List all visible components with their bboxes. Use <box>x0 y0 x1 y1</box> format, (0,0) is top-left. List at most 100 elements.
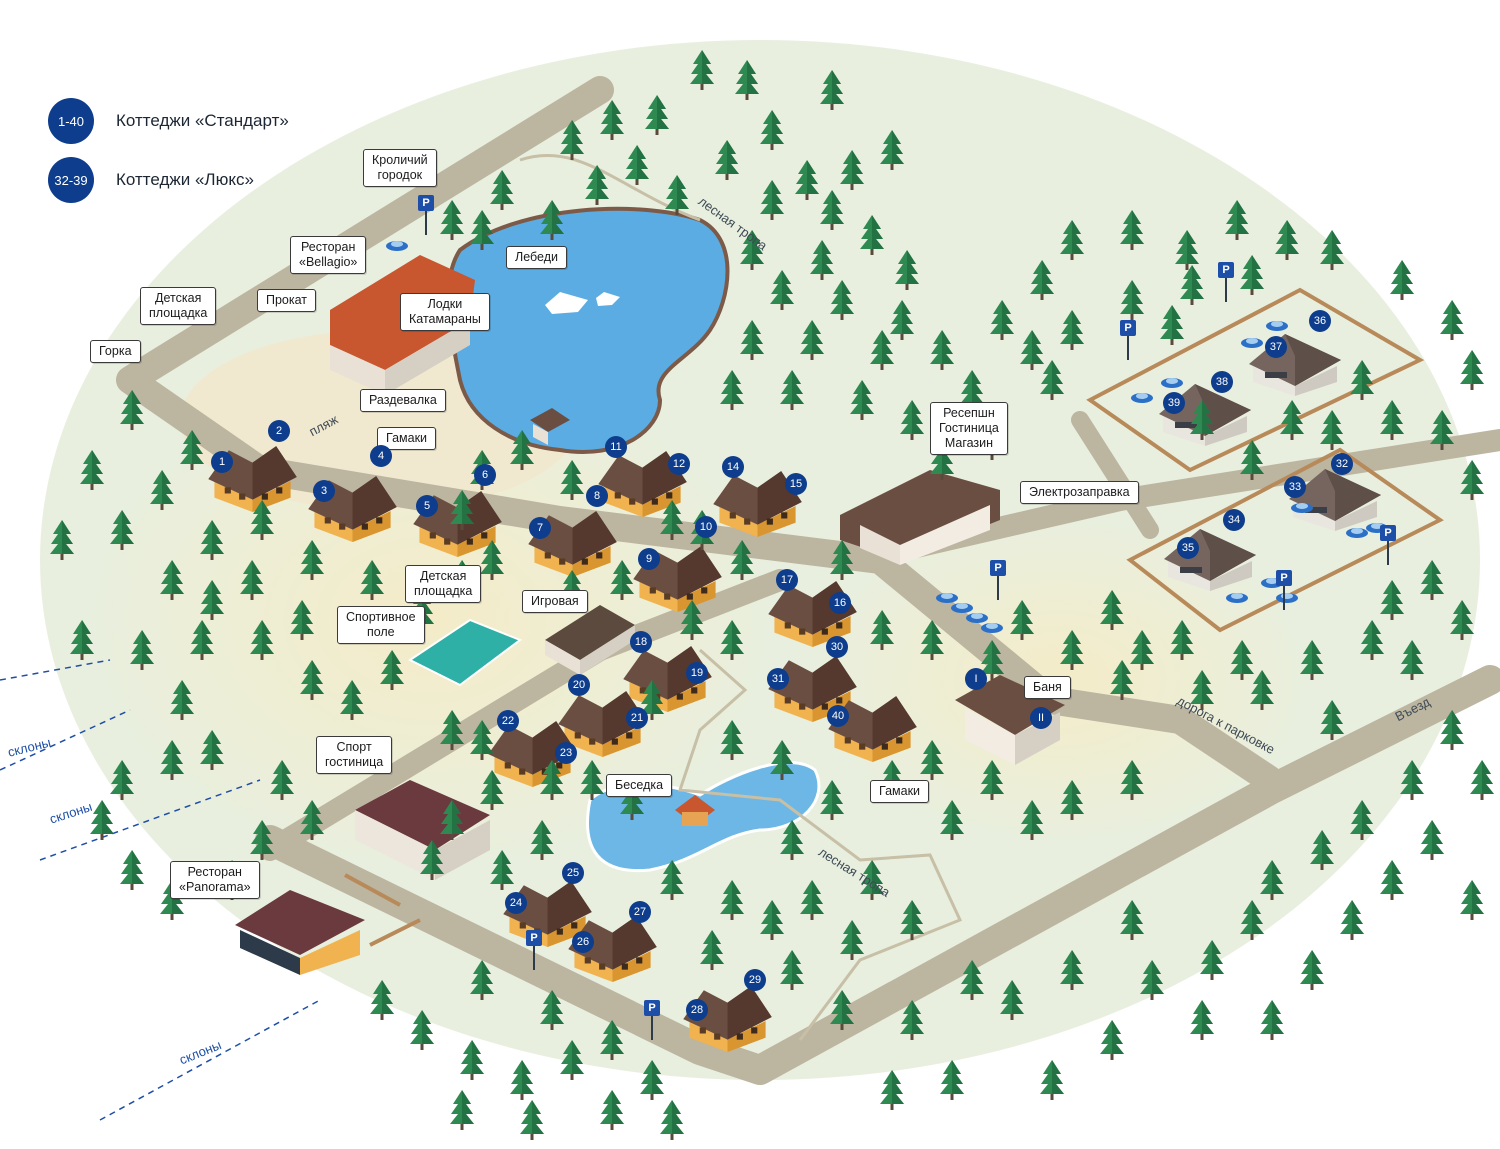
cottage-marker[interactable]: 3 <box>313 480 335 502</box>
tree <box>1040 1060 1064 1100</box>
callout-kids-playground-1[interactable]: Детская площадка <box>140 287 217 325</box>
cottage-marker[interactable]: 33 <box>1284 476 1306 498</box>
tree <box>120 850 144 890</box>
tree <box>520 1100 544 1140</box>
callout-slide[interactable]: Горка <box>90 340 141 363</box>
cottage-marker[interactable]: 26 <box>572 931 594 953</box>
tree <box>450 1090 474 1130</box>
cottage-marker[interactable]: 2 <box>268 420 290 442</box>
cottage-marker[interactable]: 11 <box>605 436 627 458</box>
cottage-marker[interactable]: 8 <box>586 485 608 507</box>
cottage-marker[interactable]: 37 <box>1265 336 1287 358</box>
cottage-marker[interactable]: 10 <box>695 516 717 538</box>
callout-hammocks-2[interactable]: Гамаки <box>870 780 930 803</box>
cottage-marker[interactable]: 12 <box>668 453 690 475</box>
swan-shape <box>545 292 588 314</box>
tree <box>1260 1000 1284 1040</box>
callout-reception[interactable]: Ресепшн Гостиница Магазин <box>930 402 1008 455</box>
cottage-marker[interactable]: 1 <box>211 451 233 473</box>
car <box>1226 593 1248 603</box>
cottage-marker[interactable]: 18 <box>630 631 652 653</box>
tree <box>660 1100 684 1140</box>
car <box>1346 528 1368 538</box>
cottage-marker[interactable]: 23 <box>555 742 577 764</box>
cottage-marker[interactable]: 20 <box>568 674 590 696</box>
legend-standard-label: Коттеджи «Стандарт» <box>116 111 289 130</box>
cottage-marker[interactable]: 38 <box>1211 371 1233 393</box>
callout-changing-room[interactable]: Раздевалка <box>360 389 446 412</box>
cottage-marker[interactable]: 9 <box>638 548 660 570</box>
tree <box>510 1060 534 1100</box>
lake <box>446 206 730 454</box>
cottage-marker[interactable]: 15 <box>785 473 807 495</box>
callout-sport-hotel[interactable]: Спорт гостиница <box>316 736 393 774</box>
tree <box>1190 1000 1214 1040</box>
cottage-marker[interactable]: 36 <box>1309 310 1331 332</box>
parking-sign-letter: P <box>422 197 430 209</box>
bath-marker[interactable]: I <box>965 668 987 690</box>
cottage-marker[interactable]: 30 <box>826 636 848 658</box>
tree <box>1460 350 1484 390</box>
parking-sign-letter: P <box>1280 572 1288 584</box>
legend-standard: 1-40 Коттеджи «Стандарт» <box>48 98 289 144</box>
cottage-marker[interactable]: 21 <box>626 707 648 729</box>
cottage-marker[interactable]: 32 <box>1331 453 1353 475</box>
legend-lux-label: Коттеджи «Люкс» <box>116 170 254 189</box>
callout-rabbit-town[interactable]: Кроличий городок <box>363 149 437 187</box>
tree <box>1390 260 1414 300</box>
tree <box>1460 880 1484 920</box>
cottage-marker[interactable]: 25 <box>562 862 584 884</box>
cottage-marker[interactable]: 28 <box>686 999 708 1021</box>
callout-rental[interactable]: Прокат <box>257 289 317 312</box>
callout-kids-playground-2[interactable]: Детская площадка <box>405 565 482 603</box>
callout-restaurant-panorama[interactable]: Ресторан «Panorama» <box>170 861 260 899</box>
bath-marker[interactable]: II <box>1030 707 1052 729</box>
car <box>1161 378 1183 388</box>
cottage-marker[interactable]: 17 <box>776 569 798 591</box>
parking-sign-letter: P <box>1124 322 1132 334</box>
callout-bath[interactable]: Баня <box>1024 676 1071 699</box>
car <box>981 623 1003 633</box>
cottage-marker[interactable]: 22 <box>497 710 519 732</box>
cottage-marker[interactable]: 39 <box>1163 392 1185 414</box>
cottage-marker[interactable]: 5 <box>416 495 438 517</box>
cottage-marker[interactable]: 24 <box>505 892 527 914</box>
callout-restaurant-bellagio[interactable]: Ресторан «Bellagio» <box>290 236 367 274</box>
callout-gazebo[interactable]: Беседка <box>606 774 673 797</box>
tree <box>1340 900 1364 940</box>
swan-shape <box>596 292 620 306</box>
cottage-marker[interactable]: 29 <box>744 969 766 991</box>
legend-lux: 32-39 Коттеджи «Люкс» <box>48 157 254 203</box>
reception-building <box>840 470 1000 565</box>
cottage-marker[interactable]: 19 <box>686 662 708 684</box>
callout-boats[interactable]: Лодки Катамараны <box>400 293 490 331</box>
slope-lines <box>0 659 321 1121</box>
callout-ev-charging[interactable]: Электрозаправка <box>1020 481 1139 504</box>
legend-lux-badge: 32-39 <box>48 157 94 203</box>
cottage-marker[interactable]: 31 <box>767 668 789 690</box>
car <box>1131 393 1153 403</box>
callout-hammocks-1[interactable]: Гамаки <box>377 427 437 450</box>
boat-house <box>530 408 570 445</box>
cottage-marker[interactable]: 14 <box>722 456 744 478</box>
callout-swans[interactable]: Лебеди <box>506 246 567 269</box>
cottage-marker[interactable]: 34 <box>1223 509 1245 531</box>
cottage-marker[interactable]: 40 <box>827 705 849 727</box>
callout-playroom[interactable]: Игровая <box>522 590 588 613</box>
cottage-marker[interactable]: 4 <box>370 445 392 467</box>
cottage-marker[interactable]: 27 <box>629 901 651 923</box>
gazebo-building <box>675 795 715 826</box>
cottage-marker[interactable]: 6 <box>474 464 496 486</box>
forest-trail <box>677 648 963 1041</box>
cottage-marker[interactable]: 35 <box>1177 537 1199 559</box>
tree <box>600 1090 624 1130</box>
tree <box>90 800 114 840</box>
car <box>1241 338 1263 348</box>
callout-sports-field[interactable]: Спортивное поле <box>337 606 425 644</box>
legend-standard-badge: 1-40 <box>48 98 94 144</box>
cottage-marker[interactable]: 16 <box>829 592 851 614</box>
cottage-marker[interactable]: 7 <box>529 517 551 539</box>
parking-sign-letter: P <box>530 932 538 944</box>
playroom-building <box>545 605 635 675</box>
car <box>386 241 408 251</box>
